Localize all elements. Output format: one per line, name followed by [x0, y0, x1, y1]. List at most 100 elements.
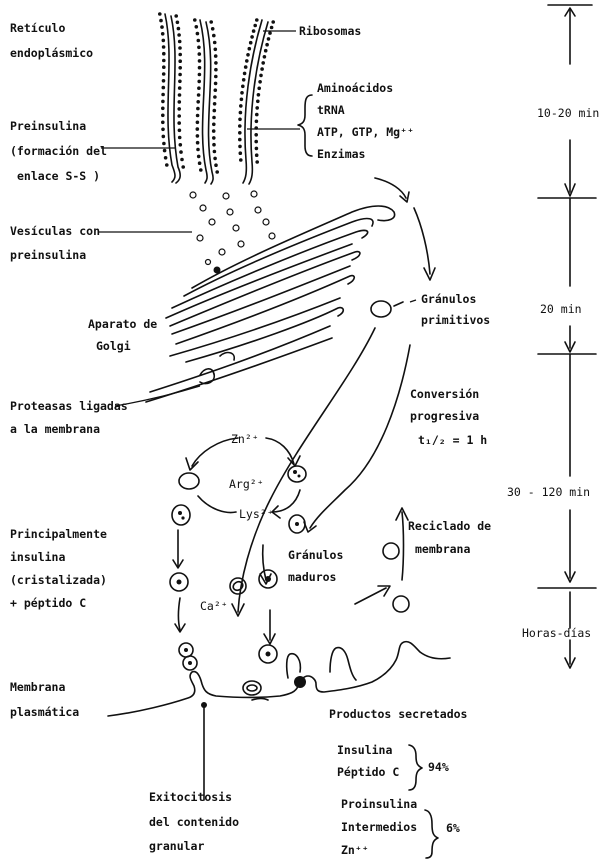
timeline-label-1: 10-20 min — [537, 106, 599, 120]
ribosome-dot — [264, 49, 268, 53]
ribosome-dot — [196, 100, 200, 104]
ribosome-dot — [265, 43, 269, 47]
ribosome-dot — [180, 158, 184, 162]
timeline-label-2: 20 min — [540, 302, 582, 316]
ribosome-dot — [212, 116, 216, 120]
ribosome-dot — [198, 52, 202, 56]
ribosome-dot — [159, 19, 163, 23]
label-principalmente-1: Principalmente — [10, 527, 107, 541]
ribosome-dot — [161, 114, 165, 118]
ribosome-dot — [160, 25, 164, 29]
ribosome-dot — [239, 104, 243, 108]
ribosome-dot — [178, 73, 182, 77]
product-group1-percent: 94% — [428, 760, 449, 774]
ribosome-dot — [214, 82, 218, 86]
ribosome-dot — [163, 149, 167, 153]
label-reticulo-2: endoplásmico — [10, 46, 93, 60]
ribosome-dot — [178, 53, 182, 57]
ribosome-dot — [242, 78, 246, 82]
ribosome-dot — [193, 18, 197, 22]
label-granulos-maduros-1: Gránulos — [288, 548, 343, 562]
label-conversion-3: t₁/₂ = 1 h — [418, 433, 487, 447]
label-arg: Arg²⁺ — [229, 477, 264, 491]
products-title: Productos secretados — [329, 707, 467, 721]
label-granulos-primitivos-1: Gránulos — [421, 292, 476, 306]
ribosome-dot — [178, 129, 182, 133]
ribosome-dot — [270, 26, 274, 30]
ribosome-dot — [255, 120, 259, 124]
ribosome-dot — [196, 134, 200, 138]
ribosome-dot — [174, 14, 178, 18]
ribosome-dot — [196, 107, 200, 111]
ribosome-dot — [178, 80, 182, 84]
product-insulina: Insulina — [337, 743, 392, 757]
ribosome-dot — [214, 48, 218, 52]
label-reciclado-1: Reciclado de — [408, 519, 491, 533]
ribosome-dot — [162, 65, 166, 69]
label-proteasas-1: Proteasas ligadas — [10, 399, 128, 413]
ribosome-dot — [197, 80, 201, 84]
ribosome-dot — [162, 52, 166, 56]
product-group2-percent: 6% — [446, 821, 460, 835]
ribosome-dot — [214, 163, 218, 167]
ribosome-dot — [213, 41, 217, 45]
ribosome-dot — [238, 131, 242, 135]
label-conversion-2: progresiva — [410, 409, 479, 423]
label-exocitosis-1: Exitocitosis — [149, 790, 232, 804]
ribosome-dot — [209, 20, 213, 24]
ribosome-dot — [162, 59, 166, 63]
ribosome-dot — [161, 128, 165, 132]
ribosome-dot — [238, 138, 242, 142]
ribosome-dot — [178, 66, 182, 70]
label-ribosomas: Ribosomas — [299, 24, 361, 38]
ribosome-dot — [197, 86, 201, 90]
ribosome-dot — [161, 32, 165, 36]
ribosome-dot — [238, 145, 242, 149]
ribosome-dot — [212, 136, 216, 140]
label-enzimas: Enzimas — [317, 147, 365, 161]
endoplasmic-reticulum — [158, 12, 275, 184]
ribosome-dot — [240, 91, 244, 95]
ribosome-dot — [158, 12, 162, 16]
label-atp: ATP, GTP, Mg⁺⁺ — [317, 125, 414, 139]
ribosome-dot — [243, 72, 247, 76]
ribosome-dot — [214, 75, 218, 79]
ribosome-dot — [211, 27, 215, 31]
ribosome-dot — [162, 72, 166, 76]
ribosome-dot — [177, 114, 181, 118]
label-principalmente-3: (cristalizada) — [10, 573, 107, 587]
ribosome-dot — [249, 41, 253, 45]
ribosome-dot — [238, 124, 242, 128]
ribosome-dot — [213, 157, 217, 161]
ribosome-dot — [195, 25, 199, 29]
ribosome-dot — [162, 45, 166, 49]
ribosome-dot — [239, 151, 243, 155]
ribosome-dot — [271, 20, 275, 24]
ribosome-dot — [165, 163, 169, 167]
ribosome-dot — [255, 113, 259, 117]
ribosome-dot — [250, 35, 254, 39]
ribosome-dot — [263, 55, 267, 59]
ribosome-dot — [161, 93, 165, 97]
ribosome-dot — [198, 73, 202, 77]
ribosome-dot — [197, 155, 201, 159]
ribosome-dot — [214, 54, 218, 58]
ribosome-dot — [241, 85, 245, 89]
golgi-apparatus — [146, 206, 395, 402]
ribosome-dot — [161, 107, 165, 111]
label-preinsulina-1: Preinsulina — [10, 119, 86, 133]
ribosome-dot — [178, 136, 182, 140]
ribosome-dot — [238, 118, 242, 122]
label-aminoacidos: Aminoácidos — [317, 81, 393, 95]
ribosome-dot — [259, 74, 263, 78]
ribosome-dot — [246, 53, 250, 57]
label-principalmente-4: + péptido C — [10, 596, 86, 610]
ribosome-dot — [239, 111, 243, 115]
ribosome-dot — [256, 100, 260, 104]
ribosome-dot — [254, 133, 258, 137]
ribosome-dot — [164, 156, 168, 160]
ribosome-dot — [198, 66, 202, 70]
label-lys: Lys²⁺ — [239, 507, 274, 521]
ribosome-dot — [245, 59, 249, 63]
